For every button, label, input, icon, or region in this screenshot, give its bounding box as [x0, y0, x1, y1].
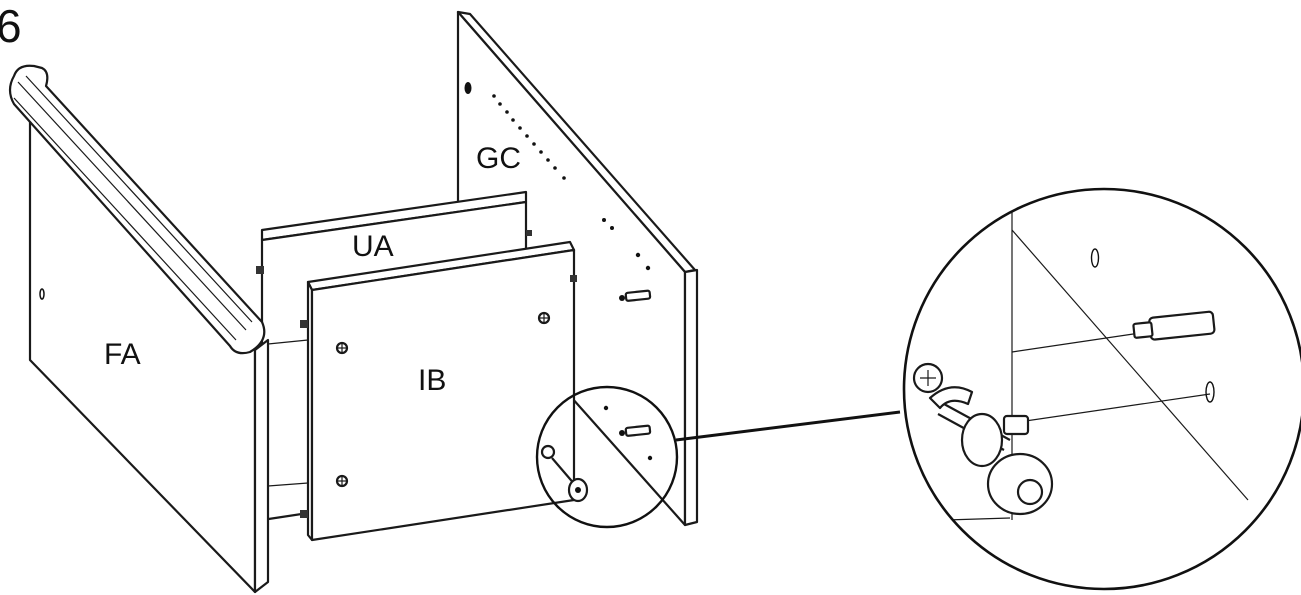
label-fa: FA — [104, 338, 141, 371]
panel-ib: IB — [300, 240, 577, 542]
label-ib: IB — [418, 364, 446, 397]
step-number: 6 — [0, 0, 22, 52]
callout-connector — [675, 410, 901, 442]
cam-bolt-icon — [540, 444, 589, 503]
detail-callout-small — [535, 385, 679, 529]
label-gc: GC — [476, 142, 521, 175]
detail-callout-large — [902, 187, 1301, 591]
panel-fa: FA — [8, 64, 309, 594]
phillips-screw-icon — [335, 311, 551, 488]
wooden-dowel-icon — [619, 289, 652, 437]
label-ua: UA — [352, 230, 394, 263]
